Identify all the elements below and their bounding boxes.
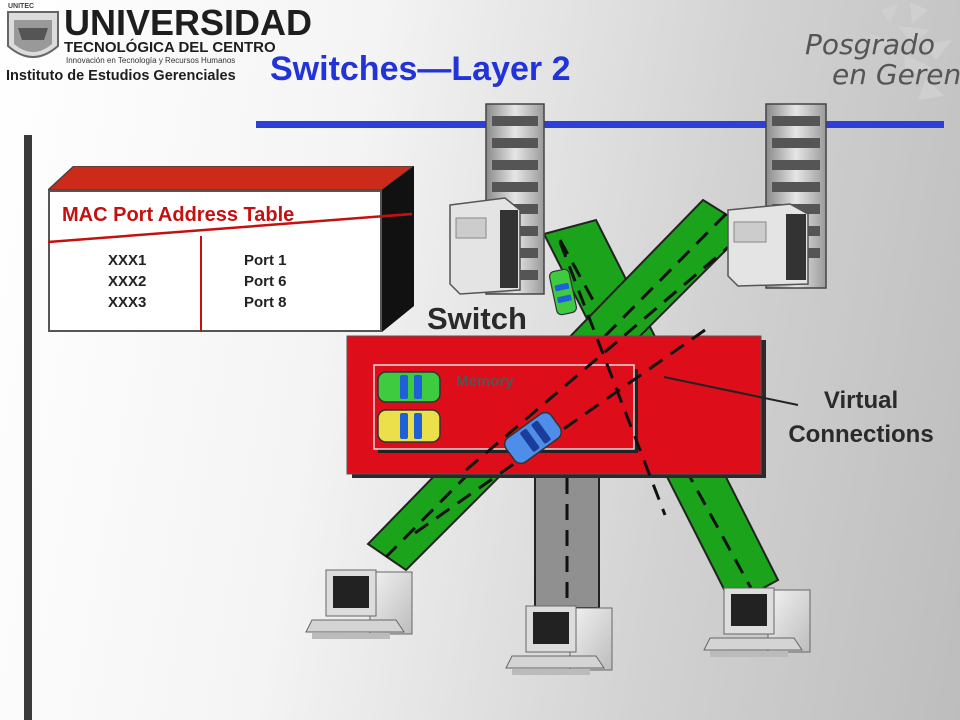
virtual-connections-pointer (663, 376, 799, 406)
posgrado-line-1: Posgrado (805, 28, 935, 61)
university-logo: UNITEC UNIVERSIDAD TECNOLÓGICA DEL CENTR… (4, 2, 312, 88)
mac-address-2: XXX2 (108, 273, 147, 290)
mac-table-column-divider (200, 236, 202, 332)
posgrado-line-2: en Gerencia (832, 58, 960, 91)
pc-left-icon (305, 569, 413, 639)
switch-label: Switch (427, 301, 527, 336)
mac-port-column: Port 1 Port 6 Port 8 (244, 250, 287, 313)
mac-port-1: Port 1 (244, 252, 287, 269)
virtual-connections-line-1: Virtual (823, 387, 899, 414)
virtual-connection-lines (414, 231, 746, 535)
gray-lane (534, 471, 600, 609)
title-underline (256, 121, 944, 128)
university-tag: UNITEC (8, 3, 35, 10)
mac-port-3: Port 8 (244, 294, 287, 311)
posgrado-logo: Posgrado en Gerencia (780, 0, 960, 110)
slide-title: Switches—Layer 2 (270, 50, 571, 88)
mac-port-2: Port 6 (244, 273, 287, 290)
mac-address-table: MAC Port Address Table XXX1 XXX2 XXX3 Po… (48, 166, 414, 336)
server-tower-left-icon (449, 103, 545, 295)
institute-name: Instituto de Estudios Gerenciales (6, 68, 236, 84)
posgrado-emblem-icon (870, 2, 952, 100)
university-subtitle: TECNOLÓGICA DEL CENTRO (64, 39, 276, 56)
server-tower-right-icon (727, 103, 827, 289)
blue-car-icon (503, 411, 563, 465)
university-motto: Innovación en Tecnología y Recursos Huma… (66, 56, 236, 65)
green-car-icon (377, 371, 441, 403)
virtual-connections-label: Virtual Connections (766, 384, 956, 452)
university-crest-icon (7, 11, 59, 58)
mac-table-header-rule (48, 212, 413, 244)
virtual-connections-line-2: Connections (788, 421, 934, 448)
mac-table-title: MAC Port Address Table (62, 204, 295, 226)
mac-address-column: XXX1 XXX2 XXX3 (108, 250, 146, 313)
pc-right-icon (703, 587, 811, 657)
university-name: UNIVERSIDAD (64, 2, 313, 43)
mac-address-1: XXX1 (108, 252, 147, 269)
left-vertical-rule (24, 135, 32, 720)
mac-table-body (48, 190, 382, 332)
mac-address-3: XXX3 (108, 294, 147, 311)
yellow-car-icon (377, 409, 441, 443)
memory-label: Memory (456, 373, 514, 390)
green-car-small-icon (548, 268, 578, 316)
pc-middle-icon (505, 605, 613, 675)
